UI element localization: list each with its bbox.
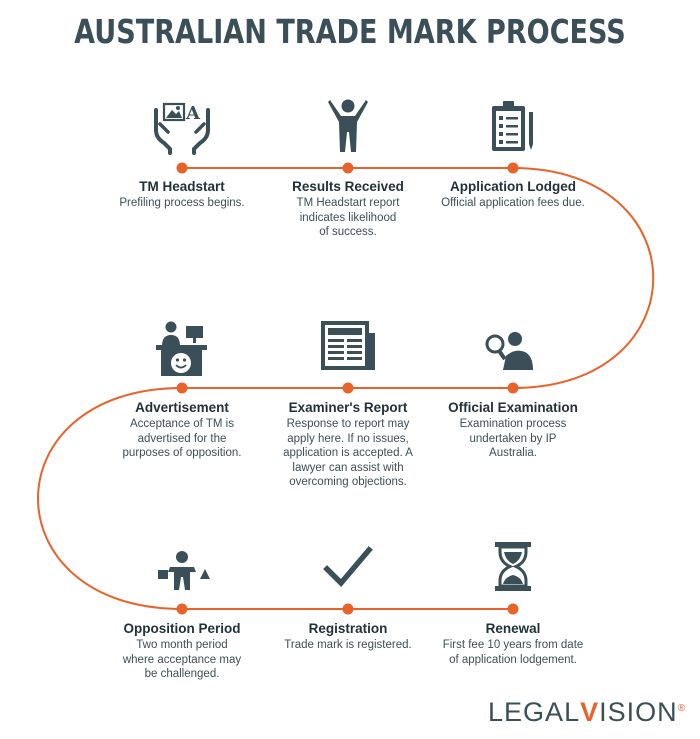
step-title: Application Lodged — [450, 179, 576, 194]
step-dot-5 — [342, 382, 354, 394]
step-description: Prefiling process begins. — [119, 197, 245, 209]
desk-smiley-icon — [156, 321, 207, 376]
svg-text:A: A — [185, 103, 201, 124]
step-dot-1 — [176, 162, 188, 174]
step-description: Official application fees due. — [441, 197, 585, 209]
step-official-examination: Official Examination Examination process… — [423, 400, 603, 461]
step-description: Response to report may apply here. If no… — [283, 418, 413, 488]
step-dot-2 — [342, 162, 354, 174]
step-title: Opposition Period — [123, 621, 241, 636]
checkmark-icon — [323, 546, 373, 588]
step-results-received: Results Received TM Headstart report ind… — [258, 179, 438, 240]
hourglass-icon — [495, 542, 531, 591]
step-title: TM Headstart — [139, 179, 225, 194]
step-title: Advertisement — [135, 400, 229, 415]
page-title: AUSTRALIAN TRADE MARK PROCESS — [74, 12, 626, 51]
step-dot-9 — [507, 603, 519, 615]
person-balance-icon — [158, 551, 210, 590]
step-advertisement: Advertisement Acceptance of TM is advert… — [92, 400, 272, 461]
step-opposition-period: Opposition Period Two month period where… — [92, 621, 272, 682]
step-description: Two month period where acceptance may be… — [122, 639, 242, 680]
newspaper-icon — [321, 321, 375, 370]
step-description: TM Headstart report indicates likelihood… — [296, 197, 400, 238]
step-title: Registration — [308, 621, 388, 636]
step-renewal: Renewal First fee 10 years from date of … — [423, 621, 603, 667]
magnifier-person-icon — [485, 332, 533, 370]
step-description: Trade mark is registered. — [284, 639, 412, 651]
step-title: Renewal — [485, 621, 541, 636]
step-dot-4 — [176, 382, 188, 394]
step-title: Official Examination — [448, 400, 578, 415]
step-description: First fee 10 years from date of applicat… — [442, 639, 584, 666]
step-description: Examination process undertaken by IP Aus… — [459, 418, 567, 459]
step-dot-8 — [342, 603, 354, 615]
step-application-lodged: Application Lodged Official application … — [423, 179, 603, 211]
step-dot-3 — [507, 162, 519, 174]
step-examiners-report: Examiner's Report Response to report may… — [258, 400, 438, 490]
legalvision-logo: LEGALVISION® — [488, 697, 686, 727]
clipboard-checklist-icon — [492, 101, 533, 151]
step-dot-7 — [176, 603, 188, 615]
step-title: Results Received — [292, 179, 404, 194]
person-celebrating-icon — [328, 99, 368, 152]
step-tm-headstart: TM Headstart Prefiling process begins. — [92, 179, 272, 211]
step-title: Examiner's Report — [288, 400, 408, 415]
step-description: Acceptance of TM is advertised for the p… — [122, 418, 242, 459]
hands-picture-icon: A — [154, 102, 210, 155]
step-registration: Registration Trade mark is registered. — [258, 621, 438, 653]
step-dot-6 — [507, 382, 519, 394]
